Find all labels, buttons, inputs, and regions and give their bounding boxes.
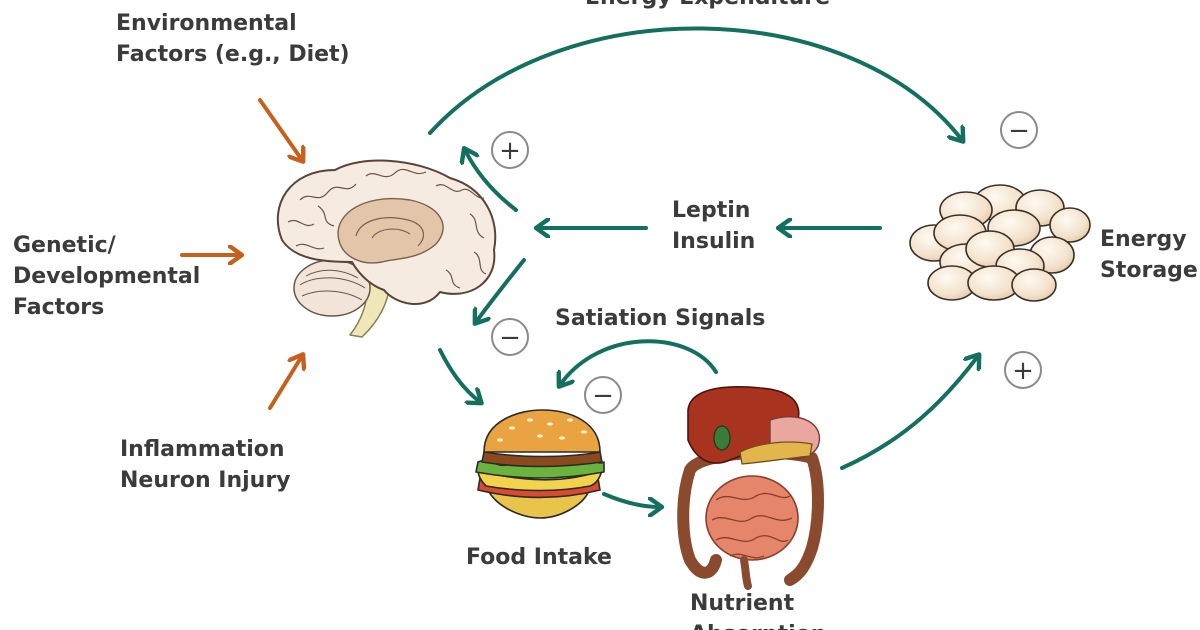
label-genetic-factors: Genetic/ Developmental Factors bbox=[13, 230, 200, 323]
label-food-intake: Food Intake bbox=[466, 545, 612, 570]
brain-illustration bbox=[276, 159, 497, 338]
burger-illustration bbox=[475, 409, 605, 519]
label-line: Nutrient bbox=[690, 591, 795, 616]
arrow-brain-to-food bbox=[438, 348, 480, 402]
label-line: Genetic/ bbox=[13, 233, 116, 258]
label-line: Factors bbox=[13, 295, 105, 320]
fat-cells-illustration bbox=[909, 184, 1091, 302]
label-line: Inflammation bbox=[120, 437, 285, 462]
svg-text:−: − bbox=[499, 323, 521, 353]
label-leptin-insulin: Leptin Insulin bbox=[672, 195, 755, 257]
teal-arrows bbox=[428, 26, 978, 507]
arrow-brain-to-expenditure bbox=[465, 150, 518, 212]
arrow-energy-expenditure bbox=[428, 26, 962, 140]
sign-satiation-food: − bbox=[584, 376, 622, 414]
label-line: Neuron Injury bbox=[120, 468, 291, 493]
label-line: Storage bbox=[1100, 258, 1198, 283]
arrow-absorption-to-storage bbox=[840, 356, 978, 470]
label-line: Leptin bbox=[672, 198, 751, 223]
arrow-food-to-absorption bbox=[602, 492, 660, 507]
svg-text:−: − bbox=[592, 381, 614, 411]
arrow-satiation-to-food bbox=[560, 339, 718, 385]
label-nutrient-absorption: Nutrient Absorption bbox=[690, 588, 826, 630]
sign-brain-food: − bbox=[491, 318, 529, 356]
label-satiation-signals: Satiation Signals bbox=[555, 306, 766, 331]
arrow-inflammation-to-brain bbox=[268, 356, 302, 410]
sign-absorption-storage: + bbox=[1004, 351, 1042, 389]
label-inflammation: Inflammation Neuron Injury bbox=[120, 434, 291, 496]
label-energy-expenditure: Energy Expenditure bbox=[585, 0, 830, 13]
digestive-system-illustration bbox=[677, 386, 824, 590]
label-line: Environmental bbox=[116, 11, 297, 36]
arrow-environment-to-brain bbox=[258, 98, 302, 160]
svg-text:+: + bbox=[499, 136, 521, 166]
orange-arrows bbox=[180, 98, 302, 410]
label-line: Energy bbox=[1100, 227, 1187, 252]
sign-brain-expenditure: + bbox=[491, 131, 529, 169]
sign-storage-expenditure: − bbox=[1000, 111, 1038, 149]
label-line: Factors (e.g., Diet) bbox=[116, 42, 350, 67]
label-line: Developmental bbox=[13, 264, 201, 289]
label-environmental-factors: Environmental Factors (e.g., Diet) bbox=[116, 8, 350, 70]
svg-text:−: − bbox=[1008, 116, 1030, 146]
svg-text:+: + bbox=[1012, 356, 1034, 386]
label-line: Insulin bbox=[672, 229, 756, 254]
label-energy-storage: Energy Storage bbox=[1100, 224, 1198, 286]
arrow-brain-inhibit bbox=[476, 258, 526, 322]
label-line: Absorption bbox=[690, 619, 826, 630]
